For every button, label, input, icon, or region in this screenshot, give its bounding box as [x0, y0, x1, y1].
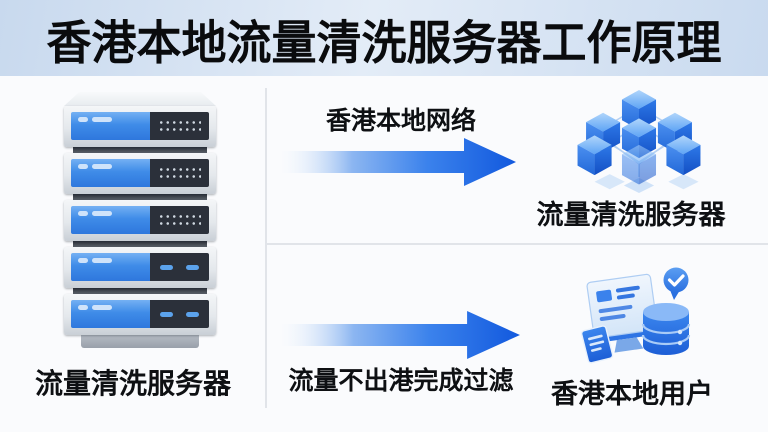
panel-blue-section [71, 159, 150, 187]
server-base [81, 335, 199, 348]
page-title: 香港本地流量清洗服务器工作原理 [46, 15, 722, 69]
server-unit-gap [73, 241, 207, 247]
panel-led-lights [149, 253, 209, 281]
check-badge-shape [663, 267, 689, 300]
server-front-panel [71, 300, 209, 328]
flow-top-label: 香港本地网络 [325, 107, 476, 135]
panel-led-lights [149, 300, 209, 328]
panel-vent-dots [149, 112, 209, 140]
server-front-panel [71, 159, 209, 187]
cube-network-icon [577, 90, 701, 194]
flow-top-target-label: 流量清洗服务器 [536, 200, 726, 230]
server-front-panel [71, 206, 209, 234]
database-shape [641, 303, 691, 355]
panel-blue-section [71, 300, 150, 328]
user-database-icon [580, 267, 691, 364]
server-top-face [64, 92, 216, 106]
panel-vent-dots [149, 159, 209, 187]
row-divider [266, 243, 768, 245]
flow-bottom-label: 流量不出港完成过滤 [288, 367, 514, 395]
arrow-right-icon [282, 311, 520, 359]
server-unit-gap [73, 147, 207, 153]
title-banner: 香港本地流量清洗服务器工作原理 [0, 0, 768, 76]
monitor-shape [586, 273, 659, 353]
server-unit [64, 106, 216, 147]
server-stack-illustration [64, 92, 216, 348]
panel-blue-section [71, 206, 150, 234]
server-unit-gap [73, 194, 207, 200]
server-front-panel [71, 253, 209, 281]
server-unit-gap [73, 288, 207, 294]
arrow-right-icon [282, 138, 516, 186]
server-unit [64, 247, 216, 288]
flow-bottom-target-label: 香港本地用户 [551, 379, 713, 409]
panel-vent-dots [149, 206, 209, 234]
column-divider [265, 88, 267, 408]
server-unit [64, 294, 216, 335]
card-shape [580, 325, 614, 364]
server-front-panel [71, 112, 209, 140]
panel-blue-section [71, 112, 150, 140]
server-unit [64, 153, 216, 194]
server-unit [64, 200, 216, 241]
server-stack-caption: 流量清洗服务器 [34, 368, 231, 399]
panel-blue-section [71, 253, 150, 281]
